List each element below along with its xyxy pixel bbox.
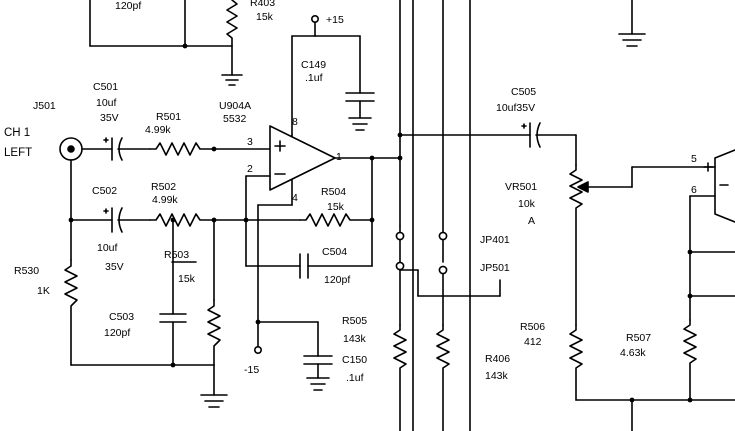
r501-value-label: 4.99k bbox=[145, 124, 171, 136]
vr501-value-label: 10k bbox=[518, 198, 536, 210]
ground-symbol-left bbox=[200, 364, 228, 408]
r502-name-label: R502 bbox=[151, 181, 176, 193]
c505-value-label: 10uf35V bbox=[496, 102, 535, 114]
c504-value-label: 120pf bbox=[324, 274, 350, 286]
r502-resistor bbox=[149, 213, 301, 227]
c150-name-label: C150 bbox=[342, 354, 367, 366]
c502-name-label: C502 bbox=[92, 185, 117, 197]
negative-supply-c150 bbox=[254, 319, 333, 391]
r506-resistor bbox=[569, 324, 735, 431]
pin6-label: 6 bbox=[691, 184, 697, 196]
j501-label: J501 bbox=[33, 100, 56, 112]
r406-value-label: 143k bbox=[485, 370, 509, 382]
minus15-label: -15 bbox=[244, 364, 259, 376]
pin3-label: 3 bbox=[247, 136, 253, 148]
jumper-bus bbox=[393, 0, 531, 431]
pin8-label: 8 bbox=[292, 116, 298, 128]
vr501-potentiometer bbox=[569, 164, 716, 326]
pin1-label: 1 bbox=[336, 151, 342, 163]
r530-resistor bbox=[64, 259, 215, 366]
r403-value-label: 15k bbox=[256, 11, 274, 23]
vr501-taper-label: A bbox=[528, 215, 535, 227]
ch1-label: CH 1 bbox=[4, 127, 30, 139]
pin4-label: 4 bbox=[292, 192, 298, 204]
c501-value-label: 10uf bbox=[96, 97, 117, 109]
r406-name-label: R406 bbox=[485, 353, 510, 365]
opamp-u904a bbox=[245, 125, 403, 347]
c502-capacitor bbox=[68, 207, 151, 233]
vr501-name-label: VR501 bbox=[505, 181, 537, 193]
c505-capacitor bbox=[521, 122, 577, 166]
r530-name-label: R530 bbox=[14, 265, 39, 277]
r502-value-label: 4.99k bbox=[152, 194, 178, 206]
c503-name-label: C503 bbox=[109, 311, 134, 323]
r503-value-label: 15k bbox=[178, 273, 196, 285]
c502-voltage-label: 35V bbox=[105, 261, 124, 273]
r530-value-label: 1K bbox=[37, 285, 50, 297]
r504-name-label: R504 bbox=[321, 186, 346, 198]
r507-value-label: 4.63k bbox=[620, 347, 646, 359]
c503-value-label: 120pf bbox=[104, 327, 130, 339]
input-jack-j501 bbox=[59, 137, 113, 261]
c149-value-label: .1uf bbox=[305, 72, 323, 84]
r503-name-label: R503 bbox=[164, 249, 189, 261]
ground-symbol-top-right bbox=[618, 0, 646, 47]
r504-value-label: 15k bbox=[327, 201, 345, 213]
positive-supply-c149 bbox=[291, 15, 375, 136]
c149-name-label: C149 bbox=[301, 59, 326, 71]
pin5-label: 5 bbox=[691, 153, 697, 165]
pin2-label: 2 bbox=[247, 163, 253, 175]
left-label: LEFT bbox=[4, 147, 32, 159]
jp501-label: JP501 bbox=[480, 262, 510, 274]
c504-capacitor bbox=[245, 253, 373, 279]
r506-value-label: 412 bbox=[524, 336, 542, 348]
c505-name-label: C505 bbox=[511, 86, 536, 98]
r505-name-label: R505 bbox=[342, 315, 367, 327]
plus15-label: +15 bbox=[326, 14, 344, 26]
u904a-name-label: U904A bbox=[219, 100, 251, 112]
opamp-right-partial bbox=[683, 149, 735, 403]
r505-value-label: 143k bbox=[343, 333, 367, 345]
top-left-partial-circuit bbox=[89, 0, 243, 86]
r501-resistor bbox=[149, 142, 271, 156]
r504-resistor bbox=[299, 157, 375, 267]
c150-value-label: .1uf bbox=[346, 372, 364, 384]
r503-resistor bbox=[171, 219, 221, 366]
c504-name-label: C504 bbox=[322, 246, 347, 258]
jp401-label: JP401 bbox=[480, 234, 510, 246]
r506-name-label: R506 bbox=[520, 321, 545, 333]
c503-capacitor bbox=[159, 217, 187, 368]
cap-top-value-label: 120pf bbox=[115, 0, 141, 12]
r501-name-label: R501 bbox=[156, 111, 181, 123]
c502-value-label: 10uf bbox=[97, 242, 118, 254]
c501-capacitor bbox=[103, 137, 151, 161]
r507-name-label: R507 bbox=[626, 332, 651, 344]
u904a-part-label: 5532 bbox=[223, 113, 247, 125]
r403-name-label: R403 bbox=[250, 0, 275, 9]
c501-voltage-label: 35V bbox=[100, 112, 119, 124]
c501-name-label: C501 bbox=[93, 81, 118, 93]
